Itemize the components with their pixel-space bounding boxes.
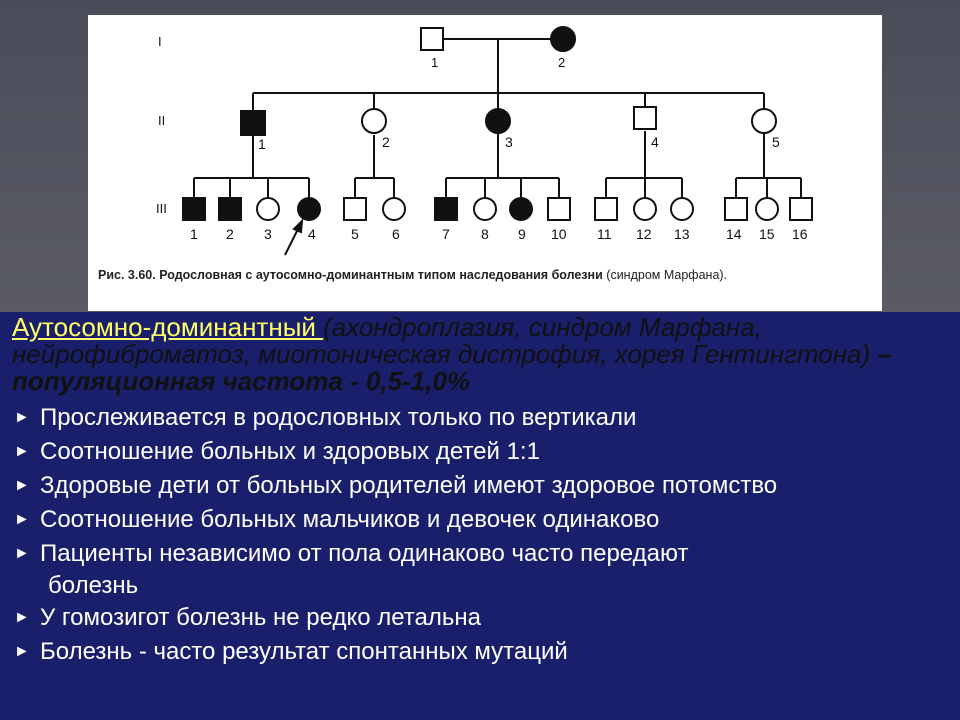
label-III-15: 15 [759,226,775,242]
disease-list: (ахондроплазия, синдром Марфана, нейрофи… [12,312,871,369]
list-item-text: Пациенты независимо от пола одинаково ча… [40,540,689,567]
label-III-5: 5 [351,226,359,242]
pedigree-line [193,38,802,198]
label-II-1: 1 [258,136,266,152]
bullet-arrow-icon: ► [14,477,30,494]
generation-label-II: II [158,113,165,128]
label-III-11: 11 [597,226,612,242]
individual-III-10-male [547,197,571,221]
label-III-3: 3 [264,226,272,242]
label-III-7: 7 [442,226,450,242]
individual-III-16-male [789,197,813,221]
pedigree-line: I II III 1 2 1 2 3 4 5 1 2 3 4 5 6 7 8 9… [156,34,808,242]
individual-III-5-male [343,197,367,221]
individual-III-6-female [382,197,406,221]
list-item: ► Соотношение больных и здоровых детей 1:… [12,435,952,469]
pedigree-line [284,226,300,256]
caption-lead: Рис. 3.60. Родословная с аутосомно-домин… [98,268,603,282]
list-item: ► Здоровые дети от больных родителей имею… [12,469,952,503]
label-II-3: 3 [505,134,513,150]
bullet-arrow-icon: ► [14,545,30,562]
individual-I-1-male [420,27,444,51]
label-III-8: 8 [481,226,489,242]
list-item: ► Пациенты независимо от пола одинаково ч… [12,537,952,601]
proband-arrow-icon [284,218,304,256]
individual-III-14-male [724,197,748,221]
individual-III-12-female [633,197,657,221]
list-item-text: Соотношение больных и здоровых детей 1:1 [40,438,540,465]
list-item-text: Болезнь - часто результат спонтанных мут… [40,638,568,665]
individual-III-2-male-affected [218,197,242,221]
label-II-5: 5 [772,134,780,150]
individual-III-3-female [256,197,280,221]
bullet-arrow-icon: ► [14,609,30,626]
label-III-6: 6 [392,226,400,242]
label-II-2: 2 [382,134,390,150]
list-item: ► Соотношение больных мальчиков и девочек… [12,503,952,537]
bullet-arrow-icon: ► [14,443,30,460]
individual-II-5-female [751,108,777,134]
label-II-4: 4 [651,134,659,150]
label-III-1: 1 [190,226,198,242]
intro-paragraph: Аутосомно-доминантный (ахондроплазия, си… [12,314,952,395]
individual-I-2-female-affected [550,26,576,52]
individual-II-3-female-affected [485,108,511,134]
label-III-4: 4 [308,226,316,242]
list-item-continuation: болезнь [48,572,139,599]
label-III-2: 2 [226,226,234,242]
feature-list: ► Прослеживается в родословных только по … [12,401,952,669]
list-item: ► Болезнь - часто результат спонтанных му… [12,635,952,669]
list-item-text: Соотношение больных мальчиков и девочек … [40,506,660,533]
list-item: ► У гомозигот болезнь не редко летальна [12,601,952,635]
inheritance-type-heading: Аутосомно-доминантный [12,312,324,342]
list-item-text: У гомозигот болезнь не редко летальна [40,604,481,631]
bullet-arrow-icon: ► [14,409,30,426]
individual-III-13-female [670,197,694,221]
pedigree-chart: I II III 1 2 1 2 3 4 5 1 2 3 4 5 6 7 8 9… [156,26,813,256]
generation-label-I: I [158,34,162,49]
label-III-9: 9 [518,226,526,242]
label-I-2: 2 [558,55,565,70]
generation-label-III: III [156,201,167,216]
individual-II-2-female [361,108,387,134]
individual-III-7-male-affected [434,197,458,221]
individual-III-15-female [755,197,779,221]
individual-III-4-female-affected [297,197,321,221]
list-item: ► Прослеживается в родословных только по … [12,401,952,435]
individual-III-11-male [594,197,618,221]
population-frequency: – популяционная частота - 0,5-1,0% [12,339,892,396]
individual-II-4-male [633,106,657,130]
label-III-16: 16 [792,226,808,242]
label-III-14: 14 [726,226,742,242]
list-item-text: Прослеживается в родословных только по в… [40,404,637,431]
bullet-arrow-icon: ► [14,643,30,660]
figure-caption: Рис. 3.60. Родословная с аутосомно-домин… [98,267,878,284]
list-item-text: Здоровые дети от больных родителей имеют… [40,472,778,499]
label-III-13: 13 [674,226,690,242]
individual-III-1-male-affected [182,197,206,221]
individual-II-1-male-affected [240,110,266,136]
pedigree-figure: I II III 1 2 1 2 3 4 5 1 2 3 4 5 6 7 8 9… [88,15,882,311]
individual-III-8-female [473,197,497,221]
bullet-arrow-icon: ► [14,511,30,528]
pedigree-line [292,218,304,234]
label-III-12: 12 [636,226,652,242]
slide-text: Аутосомно-доминантный (ахондроплазия, си… [12,314,952,669]
label-I-1: 1 [431,55,438,70]
label-III-10: 10 [551,226,567,242]
individual-III-9-female-affected [509,197,533,221]
caption-rest: (синдром Марфана). [606,268,728,282]
